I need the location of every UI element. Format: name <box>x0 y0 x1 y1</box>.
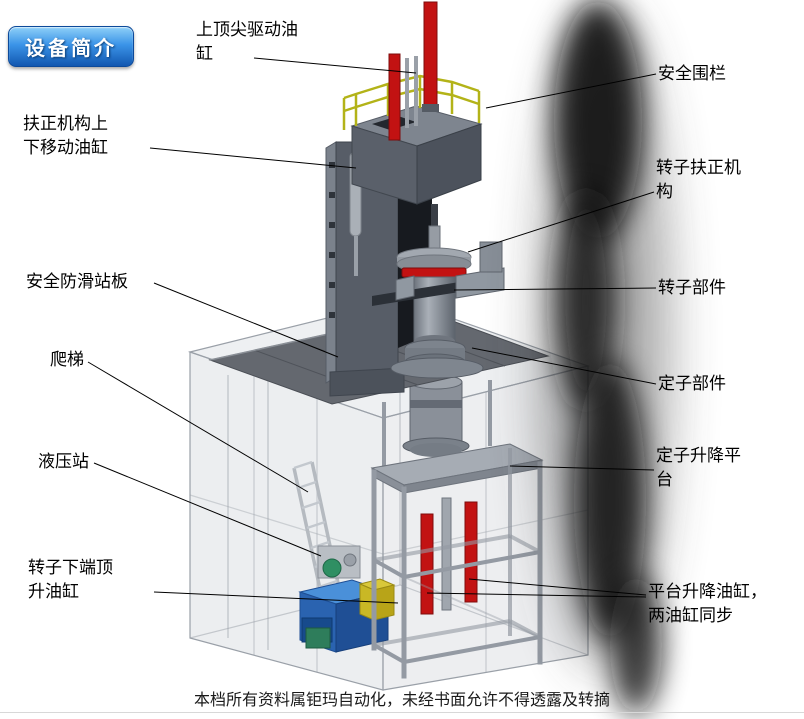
leader-lines <box>87 57 657 604</box>
title-badge-text: 设备简介 <box>25 38 117 60</box>
safety-fence-part <box>342 74 481 130</box>
label-top-center-cylinder: 上顶尖驱动油 缸 <box>196 20 298 63</box>
label-rotor-component: 转子部件 <box>658 278 726 297</box>
rotor-assembly <box>372 204 505 379</box>
footer-text: 本档所有资料属钜玛自动化，未经书面允许不得透露及转摘 <box>193 692 610 709</box>
stator-lift-platform-part <box>370 443 544 494</box>
rotor-centering-mechanism-part <box>372 241 505 306</box>
head-assembly <box>350 105 483 205</box>
bottom-divider <box>0 712 804 713</box>
label-safety-fence: 安全围栏 <box>658 64 726 83</box>
label-platform-lift-cylinders: 平台升降油缸， 两油缸同步 <box>648 582 767 625</box>
label-ladder: 爬梯 <box>50 350 84 369</box>
label-hydraulic-station: 液压站 <box>38 452 89 471</box>
label-rotor-bottom-jack-cylinder: 转子下端顶 升油缸 <box>28 558 113 601</box>
top-drive-cylinders-part <box>388 1 439 141</box>
press-column <box>325 141 432 397</box>
label-stator-component: 定子部件 <box>658 374 726 393</box>
title-badge: 设备简介 <box>8 26 134 67</box>
label-rotor-centering-mechanism: 转子扶正机 构 <box>656 158 741 201</box>
shadow-streak <box>540 0 668 715</box>
label-centering-updown-cylinder: 扶正机构上 下移动油缸 <box>23 114 108 157</box>
stator-lift-tower <box>370 374 544 679</box>
platform-lift-cylinders-part <box>420 497 478 615</box>
stator-part <box>402 374 470 457</box>
label-antislip-plate: 安全防滑站板 <box>26 272 128 291</box>
label-stator-lift-platform: 定子升降平 台 <box>656 446 741 489</box>
